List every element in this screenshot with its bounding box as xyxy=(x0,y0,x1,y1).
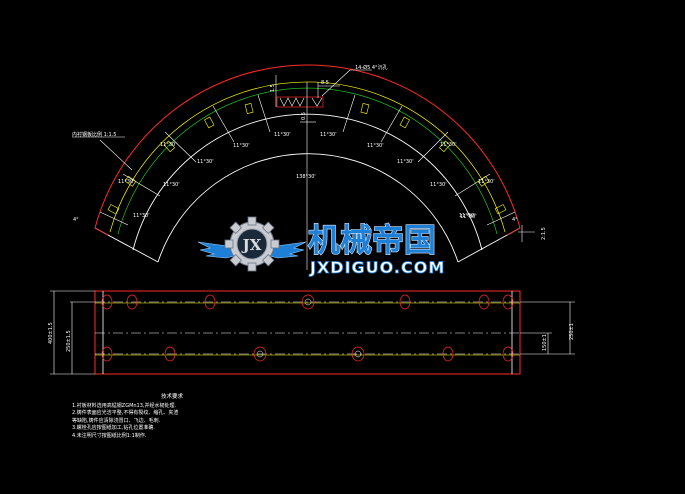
leader-left-2 xyxy=(99,139,133,171)
notes-line: 2.铸件表面应光洁平整,不得有裂纹、缩孔、夹渣 xyxy=(72,410,179,417)
top-detail xyxy=(275,69,372,270)
angle-label: 11°30' xyxy=(118,179,135,185)
inner-label: 11°30' xyxy=(459,213,476,219)
plate-holes-top xyxy=(101,294,514,310)
notes-title: 技术要求 xyxy=(160,394,183,400)
radial-lines xyxy=(99,94,516,226)
top-left-note: 内衬钢板比例 1:1.5 xyxy=(72,131,116,138)
notes-line: 3.螺栓孔应按图纸加工,钻孔位置准确. xyxy=(72,425,155,432)
technical-notes: 技术要求 1.衬板材料选用高锰钢ZGMn13,并经水韧处理. 2.铸件表面应光洁… xyxy=(72,394,272,441)
plate-holes-bottom xyxy=(101,346,514,362)
inner-label: 11°30' xyxy=(197,159,214,165)
inner-label: 11°30' xyxy=(133,213,150,219)
plate-outline xyxy=(94,290,521,375)
plate-dim-right-inner: 150±1 xyxy=(542,334,548,351)
watermark-logo: JX 机械帝国 JXDIGUO.COM xyxy=(197,216,445,277)
right-dim: 2:1.5 xyxy=(541,227,547,240)
liner-arc-view xyxy=(72,64,535,270)
gear-icon: JX xyxy=(224,216,280,272)
brand-en: JXDIGUO.COM xyxy=(309,258,445,277)
angle-label: 4° xyxy=(512,217,518,223)
liner-plate-view xyxy=(50,290,575,375)
bolt-arc xyxy=(109,81,506,233)
plate-dim-right-outer: 250±1 xyxy=(569,323,575,340)
mid-arc xyxy=(117,87,498,235)
inner-label: 11°30' xyxy=(163,182,180,188)
arc-labels: 内衬钢板比例 1:1.5 14-Ø5 4°沉孔 8.5 1.5 0.5 2:1.… xyxy=(72,64,547,240)
top-dim: 8.5 xyxy=(321,80,329,86)
angle-label: 11°30' xyxy=(160,142,177,148)
inner-label: 11°30' xyxy=(397,159,414,165)
inner-label: 11°30' xyxy=(430,182,447,188)
badge-text: JX xyxy=(241,236,262,254)
angle-label: 11°30' xyxy=(233,143,250,149)
arc-bolt-holes xyxy=(107,103,507,215)
notes-line: 等缺陷,铸件应清除浇冒口、飞边、毛刺. xyxy=(72,417,161,424)
right-end-red xyxy=(506,227,521,236)
notes-line: 1.衬板材料选用高锰钢ZGMn13,并经水韧处理. xyxy=(72,402,177,409)
plate-dim-left-outer: 400±1.5 xyxy=(48,322,54,344)
plate-dim-left-inner: 250±1.5 xyxy=(66,330,72,352)
angle-label: 11°30' xyxy=(367,143,384,149)
angle-label: 11°30' xyxy=(478,179,495,185)
notes-line: 4.未注明尺寸按图纸比例1:1制作. xyxy=(72,432,147,439)
brand-cn: 机械帝国 xyxy=(308,221,436,259)
top-right-note: 14-Ø5 4°沉孔 xyxy=(355,64,388,71)
angle-label: 11°30' xyxy=(440,142,457,148)
top-center-dim: 0.5 xyxy=(301,112,307,120)
top-height: 1.5 xyxy=(270,84,276,92)
angle-label: 11°30' xyxy=(274,132,291,138)
outer-arc xyxy=(94,64,521,229)
inner-arc xyxy=(132,113,483,251)
angle-label: 11°30' xyxy=(460,214,477,220)
center-label: 138°30' xyxy=(296,174,316,180)
inner-arc-2 xyxy=(157,153,459,263)
left-end-red xyxy=(94,227,109,236)
plate-dims: 400±1.5 250±1.5 150±1 250±1 xyxy=(48,322,575,352)
angle-label: 4° xyxy=(73,217,79,223)
angle-label: 11°30' xyxy=(320,132,337,138)
